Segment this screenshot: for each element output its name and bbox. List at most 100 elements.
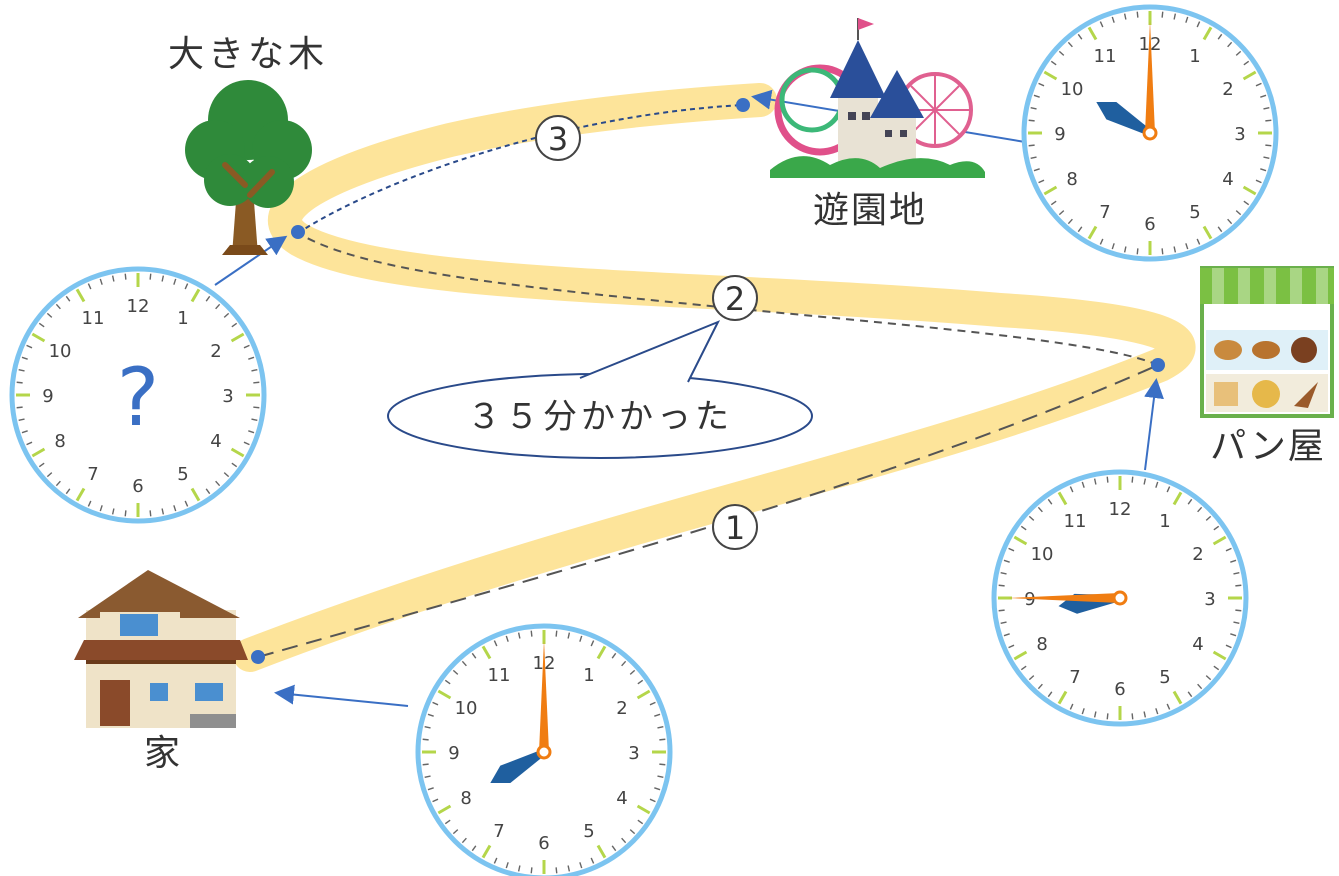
arrow-bakery-clock (1144, 378, 1164, 471)
clock-number: 5 (1159, 667, 1170, 688)
minute-tick (471, 652, 477, 659)
clock-number: 1 (1159, 511, 1170, 532)
clock-number: 2 (1192, 544, 1203, 565)
clock-number: 3 (1234, 124, 1245, 145)
minute-tick (1235, 50, 1242, 56)
clock-number: 1 (583, 665, 594, 686)
clock-number: 8 (54, 431, 65, 452)
minute-tick (1028, 119, 1035, 122)
minute-tick (1106, 713, 1109, 720)
minute-hand (539, 640, 549, 752)
hour-tick (75, 288, 86, 303)
clock-number: 6 (1114, 679, 1125, 700)
minute-tick (248, 430, 255, 434)
hour-tick (596, 844, 607, 859)
hour-tick (1043, 70, 1058, 81)
clock-number: 1 (1189, 46, 1200, 67)
clock-number: 3 (628, 743, 639, 764)
minute-tick (1003, 559, 1010, 563)
route-leg-2 (297, 232, 1159, 366)
minute-tick (1123, 246, 1127, 253)
minute-tick (205, 295, 211, 302)
minute-tick (659, 738, 666, 741)
minute-tick (1225, 547, 1232, 552)
minute-tick (1099, 21, 1104, 28)
minute-tick (161, 275, 165, 282)
minute-tick (1143, 478, 1147, 485)
minute-tick (87, 283, 92, 290)
hour-tick (636, 804, 651, 815)
arrow-home-clock (274, 684, 409, 707)
hour-tick (1057, 491, 1068, 506)
minute-tick (1028, 144, 1035, 147)
marker-tree (291, 225, 305, 239)
minute-tick (1047, 691, 1053, 698)
hour-tick (1202, 26, 1213, 41)
minute-tick (1030, 156, 1037, 160)
clock-number: 4 (616, 788, 627, 809)
minute-tick (649, 701, 656, 706)
clock-number: 8 (1066, 169, 1077, 190)
minute-tick (567, 632, 571, 639)
minute-tick (1050, 200, 1057, 206)
clock-number: 9 (1054, 124, 1065, 145)
clock-number: 10 (1031, 544, 1054, 565)
route-leg-3 (297, 104, 744, 234)
minute-tick (173, 505, 177, 512)
minute-tick (1260, 168, 1267, 172)
minute-tick (16, 381, 23, 384)
minute-tick (1230, 633, 1237, 637)
minute-tick (205, 488, 211, 495)
minute-tick (251, 418, 258, 422)
minute-tick (611, 845, 617, 852)
minute-tick (1263, 106, 1270, 110)
minute-tick (444, 679, 451, 685)
clock-face (9, 266, 267, 524)
hour-tick (230, 447, 245, 458)
minute-tick (1235, 584, 1242, 587)
minute-tick (1077, 226, 1083, 233)
minute-tick (38, 462, 45, 468)
minute-tick (1255, 82, 1262, 87)
minute-tick (173, 278, 177, 285)
minute-tick (1213, 525, 1220, 531)
leg-number-2: 2 (712, 275, 758, 321)
minute-tick (424, 725, 431, 729)
svg-text:2: 2 (725, 280, 745, 318)
clock-number: 11 (1094, 46, 1117, 67)
minute-tick (567, 865, 571, 872)
hour-hand (1096, 102, 1152, 136)
minute-tick (1093, 478, 1097, 485)
minute-tick (1093, 711, 1097, 718)
minute-tick (1131, 476, 1134, 483)
minute-tick (1131, 713, 1134, 720)
minute-tick (530, 867, 533, 874)
hour-tick (31, 447, 46, 458)
callout-bubble: ３５分かかった (387, 320, 813, 459)
marker-park (736, 98, 750, 112)
minute-tick (1161, 11, 1164, 18)
house-illustration (74, 570, 248, 728)
hour-tick (190, 487, 201, 502)
minute-tick (555, 630, 558, 637)
hour-tick (1043, 185, 1058, 196)
minute-tick (555, 867, 558, 874)
minute-tick (26, 441, 33, 446)
hour-tick (1212, 650, 1227, 661)
minute-tick (1227, 41, 1233, 48)
minute-tick (1255, 179, 1262, 184)
minute-tick (471, 845, 477, 852)
hour-tick (1057, 690, 1068, 705)
hour-tick (636, 689, 651, 700)
minute-tick (424, 775, 431, 779)
minute-tick (1123, 13, 1127, 20)
minute-tick (149, 273, 152, 280)
minute-tick (1111, 16, 1115, 23)
hour-tick (1242, 70, 1257, 81)
clock-number: 9 (448, 743, 459, 764)
hour-tick (31, 332, 46, 343)
minute-tick (649, 798, 656, 803)
clock-number: 12 (127, 296, 150, 317)
minute-tick (1067, 41, 1073, 48)
